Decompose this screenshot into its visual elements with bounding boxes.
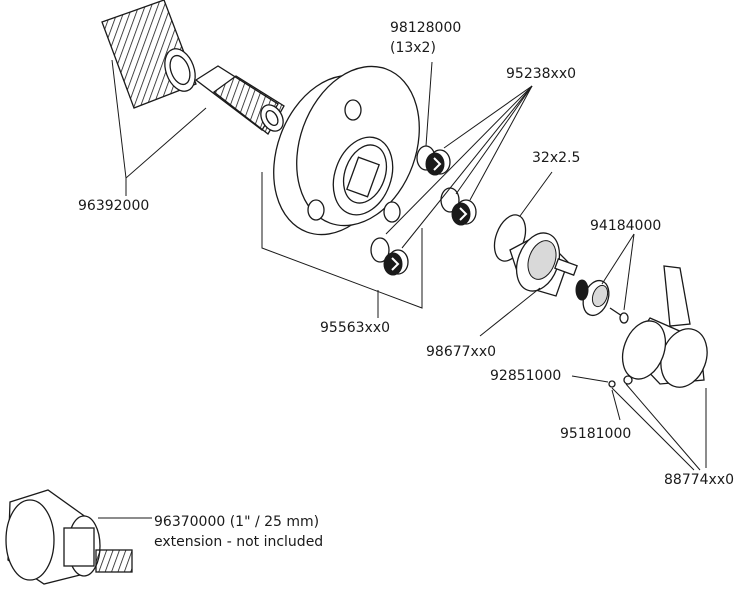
cartridge-part [479, 232, 578, 337]
adapter-part [575, 233, 635, 324]
leader-95238xx0 [385, 85, 533, 249]
plug-screws [383, 149, 477, 276]
escutcheon-flange-part [273, 65, 420, 236]
part-label-95181000: 95181000 [560, 426, 632, 442]
part-label-92851000: 92851000 [490, 368, 562, 384]
part-label-95238xx0: 95238xx0 [506, 66, 577, 82]
leader-95563xx0 [261, 172, 423, 318]
handle-part [608, 265, 708, 471]
part-label-98128000: 98128000 [390, 20, 462, 36]
part-label-96370000: 96370000 (1" / 25 mm) [154, 514, 320, 530]
threaded-tube-part [101, 0, 197, 109]
leader-screws [571, 375, 621, 421]
part-label-88774xx0: 88774xx0 [664, 472, 735, 488]
part-note-98128000: (13x2) [390, 40, 436, 56]
part-label-32x2-5: 32x2.5 [532, 150, 581, 166]
extension-part [5, 489, 152, 585]
part-label-94184000: 94184000 [590, 218, 662, 234]
leader-96392000 [111, 59, 207, 196]
part-label-95563xx0: 95563xx0 [320, 320, 391, 336]
threaded-nipple-part [194, 65, 285, 135]
part-note-96370000: extension - not included [154, 534, 324, 550]
part-label-98677xx0: 98677xx0 [426, 344, 497, 360]
part-label-96392000: 96392000 [78, 198, 150, 214]
